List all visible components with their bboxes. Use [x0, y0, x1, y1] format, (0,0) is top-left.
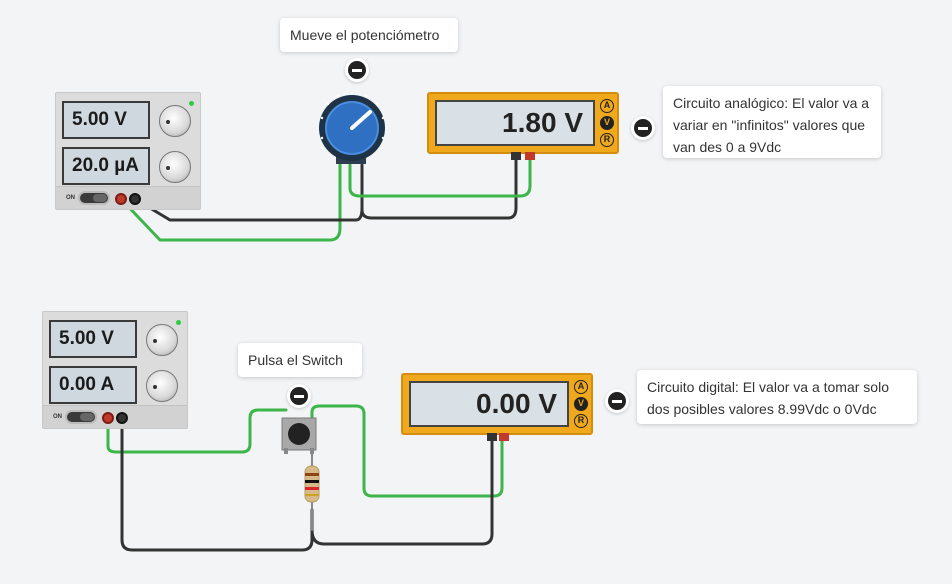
digital-meter-com-probe[interactable] [487, 433, 497, 441]
analog-note-toggle[interactable] [631, 116, 655, 140]
analog-green-wire-supply[interactable] [119, 163, 342, 242]
digital-meter-reading: 0.00 V [409, 381, 569, 427]
analog-meter-v-probe[interactable] [525, 152, 535, 160]
analog-current-display: 20.0 µA [62, 147, 150, 185]
digital-black-terminal[interactable] [116, 412, 128, 424]
analog-note: Circuito analógico: El valor va a variar… [663, 86, 881, 158]
resistor [304, 465, 320, 503]
potentiometer[interactable] [319, 91, 385, 164]
analog-red-terminal[interactable] [115, 193, 127, 205]
digital-voltage-display: 5.00 V [49, 320, 137, 358]
digital-cv-led [176, 320, 181, 325]
digital-black-wire-supply[interactable] [120, 416, 314, 552]
push-button[interactable] [281, 417, 317, 454]
analog-green-wire-meter[interactable] [348, 156, 532, 198]
analog-meter-com-probe[interactable] [511, 152, 521, 160]
analog-black-wire-meter[interactable] [360, 156, 518, 220]
digital-mode-v[interactable]: V [574, 397, 588, 411]
analog-voltage-knob[interactable] [159, 105, 191, 137]
digital-green-wire-supply[interactable] [106, 408, 288, 454]
analog-mode-r[interactable]: R [600, 133, 614, 147]
switch-tooltip-toggle[interactable] [287, 384, 311, 408]
digital-mode-r[interactable]: R [574, 414, 588, 428]
digital-power-supply[interactable]: 5.00 V 0.00 A ON [42, 311, 188, 429]
analog-power-switch[interactable] [78, 191, 110, 205]
analog-voltage-display: 5.00 V [62, 101, 150, 139]
digital-on-label: ON [53, 414, 62, 420]
analog-power-supply[interactable]: 5.00 V 20.0 µA ON [55, 92, 201, 210]
potentiometer-tooltip-toggle[interactable] [345, 58, 369, 82]
analog-mode-a[interactable]: A [600, 99, 614, 113]
potentiometer-tooltip: Mueve el potenciómetro [280, 18, 458, 52]
digital-red-terminal[interactable] [102, 412, 114, 424]
analog-cv-led [189, 101, 194, 106]
analog-mode-v[interactable]: V [600, 116, 614, 130]
digital-green-wire-meter[interactable] [310, 404, 504, 498]
digital-mode-a[interactable]: A [574, 380, 588, 394]
digital-current-knob[interactable] [146, 370, 178, 402]
digital-multimeter[interactable]: 0.00 V A V R [401, 373, 593, 435]
digital-black-wire-meter[interactable] [310, 438, 494, 546]
analog-multimeter[interactable]: 1.80 V A V R [427, 92, 619, 154]
minus-icon [290, 387, 308, 405]
digital-meter-v-probe[interactable] [499, 433, 509, 441]
digital-note: Circuito digital: El valor va a tomar so… [637, 370, 917, 424]
minus-icon [348, 61, 366, 79]
switch-tooltip: Pulsa el Switch [238, 343, 362, 377]
analog-on-label: ON [66, 195, 75, 201]
analog-black-terminal[interactable] [129, 193, 141, 205]
analog-wires [119, 156, 532, 242]
minus-icon [634, 119, 652, 137]
digital-power-switch[interactable] [65, 410, 97, 424]
digital-note-toggle[interactable] [605, 389, 629, 413]
analog-meter-reading: 1.80 V [435, 100, 595, 146]
minus-icon [608, 392, 626, 410]
digital-current-display: 0.00 A [49, 366, 137, 404]
analog-current-knob[interactable] [159, 151, 191, 183]
digital-voltage-knob[interactable] [146, 324, 178, 356]
